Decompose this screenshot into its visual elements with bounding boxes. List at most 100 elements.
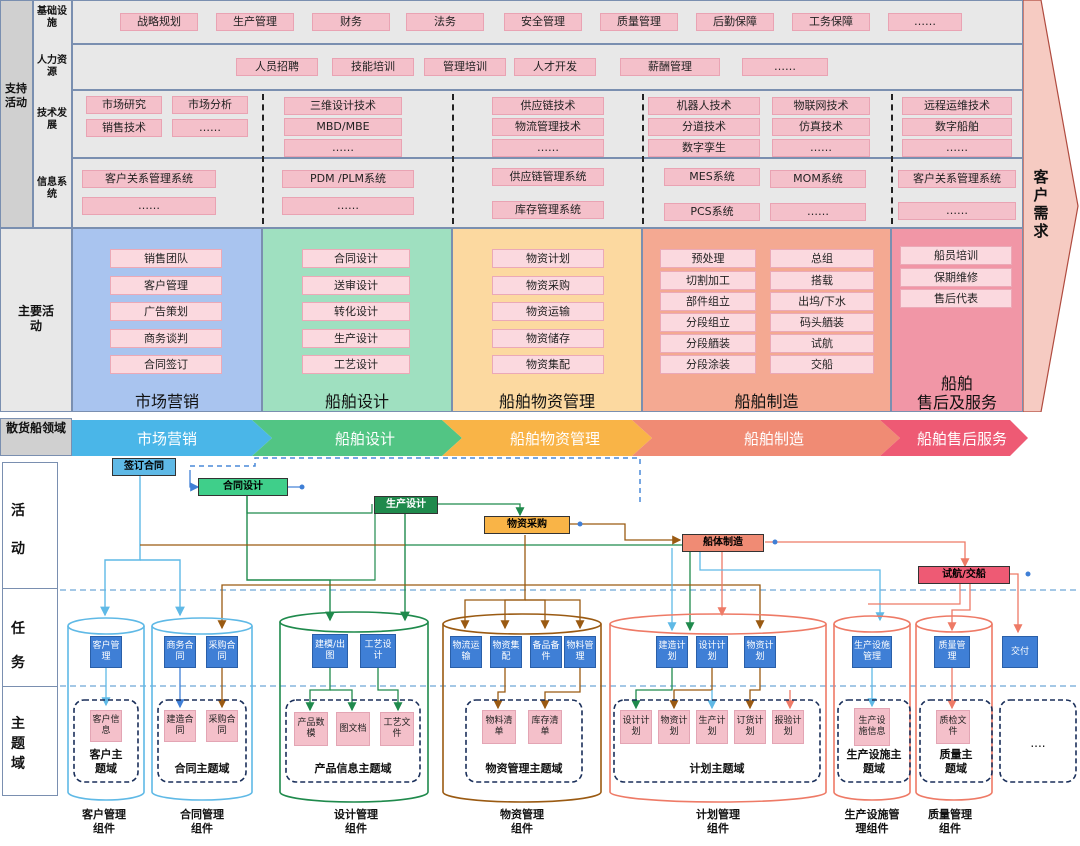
component-facility: 生产设施管理组件 [830,808,914,836]
domain-contract: 合同主题域 [174,762,230,775]
design-title: 船舶设计 [324,392,389,411]
tech-item: 销售技术 [86,119,162,137]
activity-hull-manufacturing: 船体制造 [682,534,764,552]
tech-item: 数字孪生 [648,139,760,157]
domain-customer-text: 客户主题域 [89,748,123,775]
entity-material-list: 物料清单 [482,710,516,744]
entity-quality-file: 质检文件 [936,710,970,744]
component-plan: 计划管理组件 [682,808,754,836]
infra-item: 生产管理 [216,13,294,31]
infra-item: 后勤保障 [696,13,774,31]
row-label-info: 信息系统 [37,177,67,200]
manufacturing-item: 出坞/下水 [770,292,874,311]
service-item: 保期维修 [900,268,1012,287]
tech-item: …… [492,139,604,157]
manufacturing-item: 分段涂装 [660,355,756,374]
component-plan-text: 计划管理组件 [696,808,740,835]
flow-service: 船舶售后服务 [916,429,1007,448]
service-title-1: 船舶 [940,374,973,393]
component-customer-text: 客户管理组件 [82,808,126,835]
tech-item: 三维设计技术 [284,97,402,115]
entity-process-file: 工艺文件 [380,712,414,746]
more-domains: .... [1030,736,1046,750]
tech-item: 远程运维技术 [902,97,1012,115]
domain-plan: 计划主题域 [689,762,745,775]
manufacturing-item: 总组 [770,249,874,268]
primary-activities-label-cell [0,228,72,412]
component-contract: 合同管理组件 [166,808,238,836]
info-item: 客户关系管理系统 [82,170,216,188]
info-item: MES系统 [664,168,760,186]
task-delivery: 交付 [1002,636,1038,668]
design-item: 转化设计 [302,302,410,321]
service-item: 船员培训 [900,246,1012,265]
marketing-item: 销售团队 [110,249,222,268]
marketing-item: 客户管理 [110,276,222,295]
hr-item: 薪酬管理 [620,58,720,76]
material-item: 物资采购 [492,276,604,295]
entity-build-contract: 建造合同 [164,710,196,742]
infra-item: 财务 [312,13,390,31]
tech-item: …… [284,139,402,157]
entity-drawing-doc: 图文档 [336,712,370,746]
divider [452,94,454,224]
customer-demand-label: 客户需求 [1033,168,1049,240]
info-item: …… [282,197,414,215]
component-contract-text: 合同管理组件 [180,808,224,835]
tech-item: 数字船舶 [902,118,1012,136]
service-title-2: 售后及服务 [916,393,997,412]
marketing-title: 市场营销 [134,392,199,411]
side-label-task: 任务 [11,621,25,671]
tech-item: …… [172,119,248,137]
activity-material-purchase: 物资采购 [484,516,570,534]
activity-sign-contract: 签订合同 [112,458,176,476]
component-material-text: 物资管理组件 [500,808,544,835]
support-activities-label-cell [0,0,33,228]
activity-contract-design: 合同设计 [198,478,288,496]
flow-chevrons [72,420,1028,456]
entity-inspection-plan: 报验计划 [772,710,804,744]
info-item: …… [770,203,866,221]
tech-item: 分道技术 [648,118,760,136]
infra-item: 安全管理 [504,13,582,31]
design-item: 合同设计 [302,249,410,268]
tech-item: …… [902,139,1012,157]
infra-item: 战略规划 [120,13,198,31]
row-label-tech: 技术发展 [37,108,67,131]
divider [262,94,264,224]
hr-item: 人员招聘 [236,58,318,76]
primary-activities-label: 主要活动 [17,304,54,333]
flow-design: 船舶设计 [334,429,395,448]
manufacturing-item: 搭载 [770,271,874,290]
material-title: 船舶物资管理 [498,392,595,411]
manufacturing-item: 分段舾装 [660,334,756,353]
entity-product-model: 产品数模 [294,712,328,746]
entity-inventory-list: 库存清单 [528,710,562,744]
component-design: 设计管理组件 [320,808,392,836]
domain-quality: 质量主题域 [920,748,992,776]
info-item: MOM系统 [770,170,866,188]
side-label-activity: 活动 [11,503,25,557]
side-label-subject-domain: 主题域 [11,716,25,772]
flow-material: 船舶物资管理 [509,429,600,448]
infra-item: …… [888,13,962,31]
task-quality-management: 质量管理 [934,636,970,668]
manufacturing-title: 船舶制造 [734,392,799,411]
entity-design-plan: 设计计划 [620,710,652,744]
domain-customer: 客户主题域 [74,748,138,776]
component-customer: 客户管理组件 [72,808,136,836]
task-business-contract: 商务合同 [164,636,196,668]
domain-quality-text: 质量主题域 [939,748,973,775]
entity-material-plan: 物资计划 [658,710,690,744]
side-divider [2,686,58,687]
entity-purchase-contract: 采购合同 [206,710,238,742]
hr-item: 技能培训 [332,58,414,76]
entity-facility-info: 生产设施信息 [854,708,890,746]
side-divider [2,588,58,589]
hr-item: 管理培训 [424,58,506,76]
info-item: 供应链管理系统 [492,168,604,186]
manufacturing-item: 分段组立 [660,313,756,332]
marketing-item: 合同签订 [110,355,222,374]
task-process-design: 工艺设计 [360,634,396,668]
activity-trial-delivery: 试航/交船 [918,566,1010,584]
